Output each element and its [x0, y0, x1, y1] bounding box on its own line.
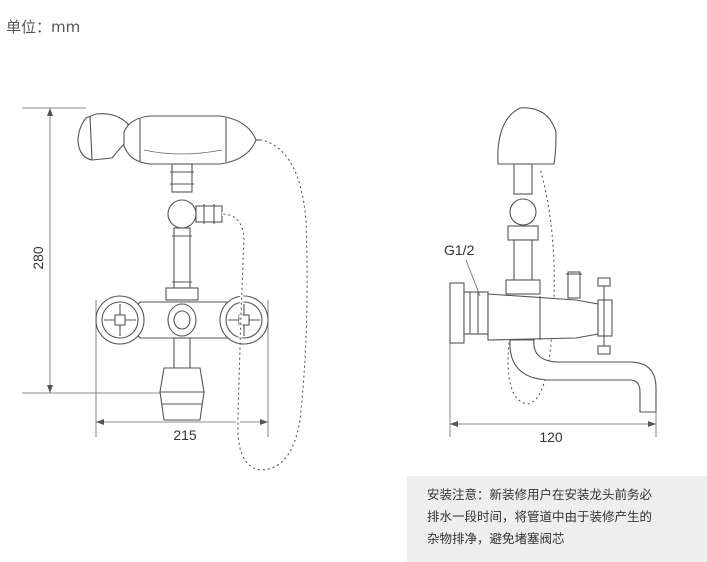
side-valve-body: [487, 271, 613, 355]
side-width-dimension: 120: [449, 343, 657, 445]
height-dimension-label: 280: [30, 246, 46, 270]
valve-body: [95, 295, 269, 345]
unit-label: 单位：mm: [6, 18, 81, 36]
hand-shower: [77, 113, 262, 165]
thread-label: G1/2: [444, 242, 475, 258]
wall-flange: [449, 282, 489, 344]
notice-line-2: 排水一段时间，将管道中由于装修产生的: [427, 509, 653, 524]
side-hose: [506, 167, 557, 406]
shower-hose: [221, 138, 309, 472]
width-dimension-label: 215: [173, 427, 197, 443]
notice-line-1: 安装注意：新装修用户在安装龙头前务必: [427, 487, 653, 502]
shower-cradle: [165, 163, 223, 301]
installation-notice: 安装注意：新装修用户在安装龙头前务必 排水一段时间，将管道中由于装修产生的 杂物…: [407, 476, 707, 562]
front-outlet: [159, 337, 205, 421]
notice-line-3: 杂物排净，避免堵塞阀芯: [427, 531, 565, 546]
side-width-dimension-label: 120: [539, 429, 563, 445]
side-cradle: [497, 107, 557, 295]
thread-callout: G1/2: [444, 242, 481, 297]
side-spout: [509, 339, 657, 413]
height-dimension: 280: [22, 107, 160, 394]
front-view: 280 215: [22, 107, 309, 472]
side-view: G1/2 120: [444, 107, 657, 445]
